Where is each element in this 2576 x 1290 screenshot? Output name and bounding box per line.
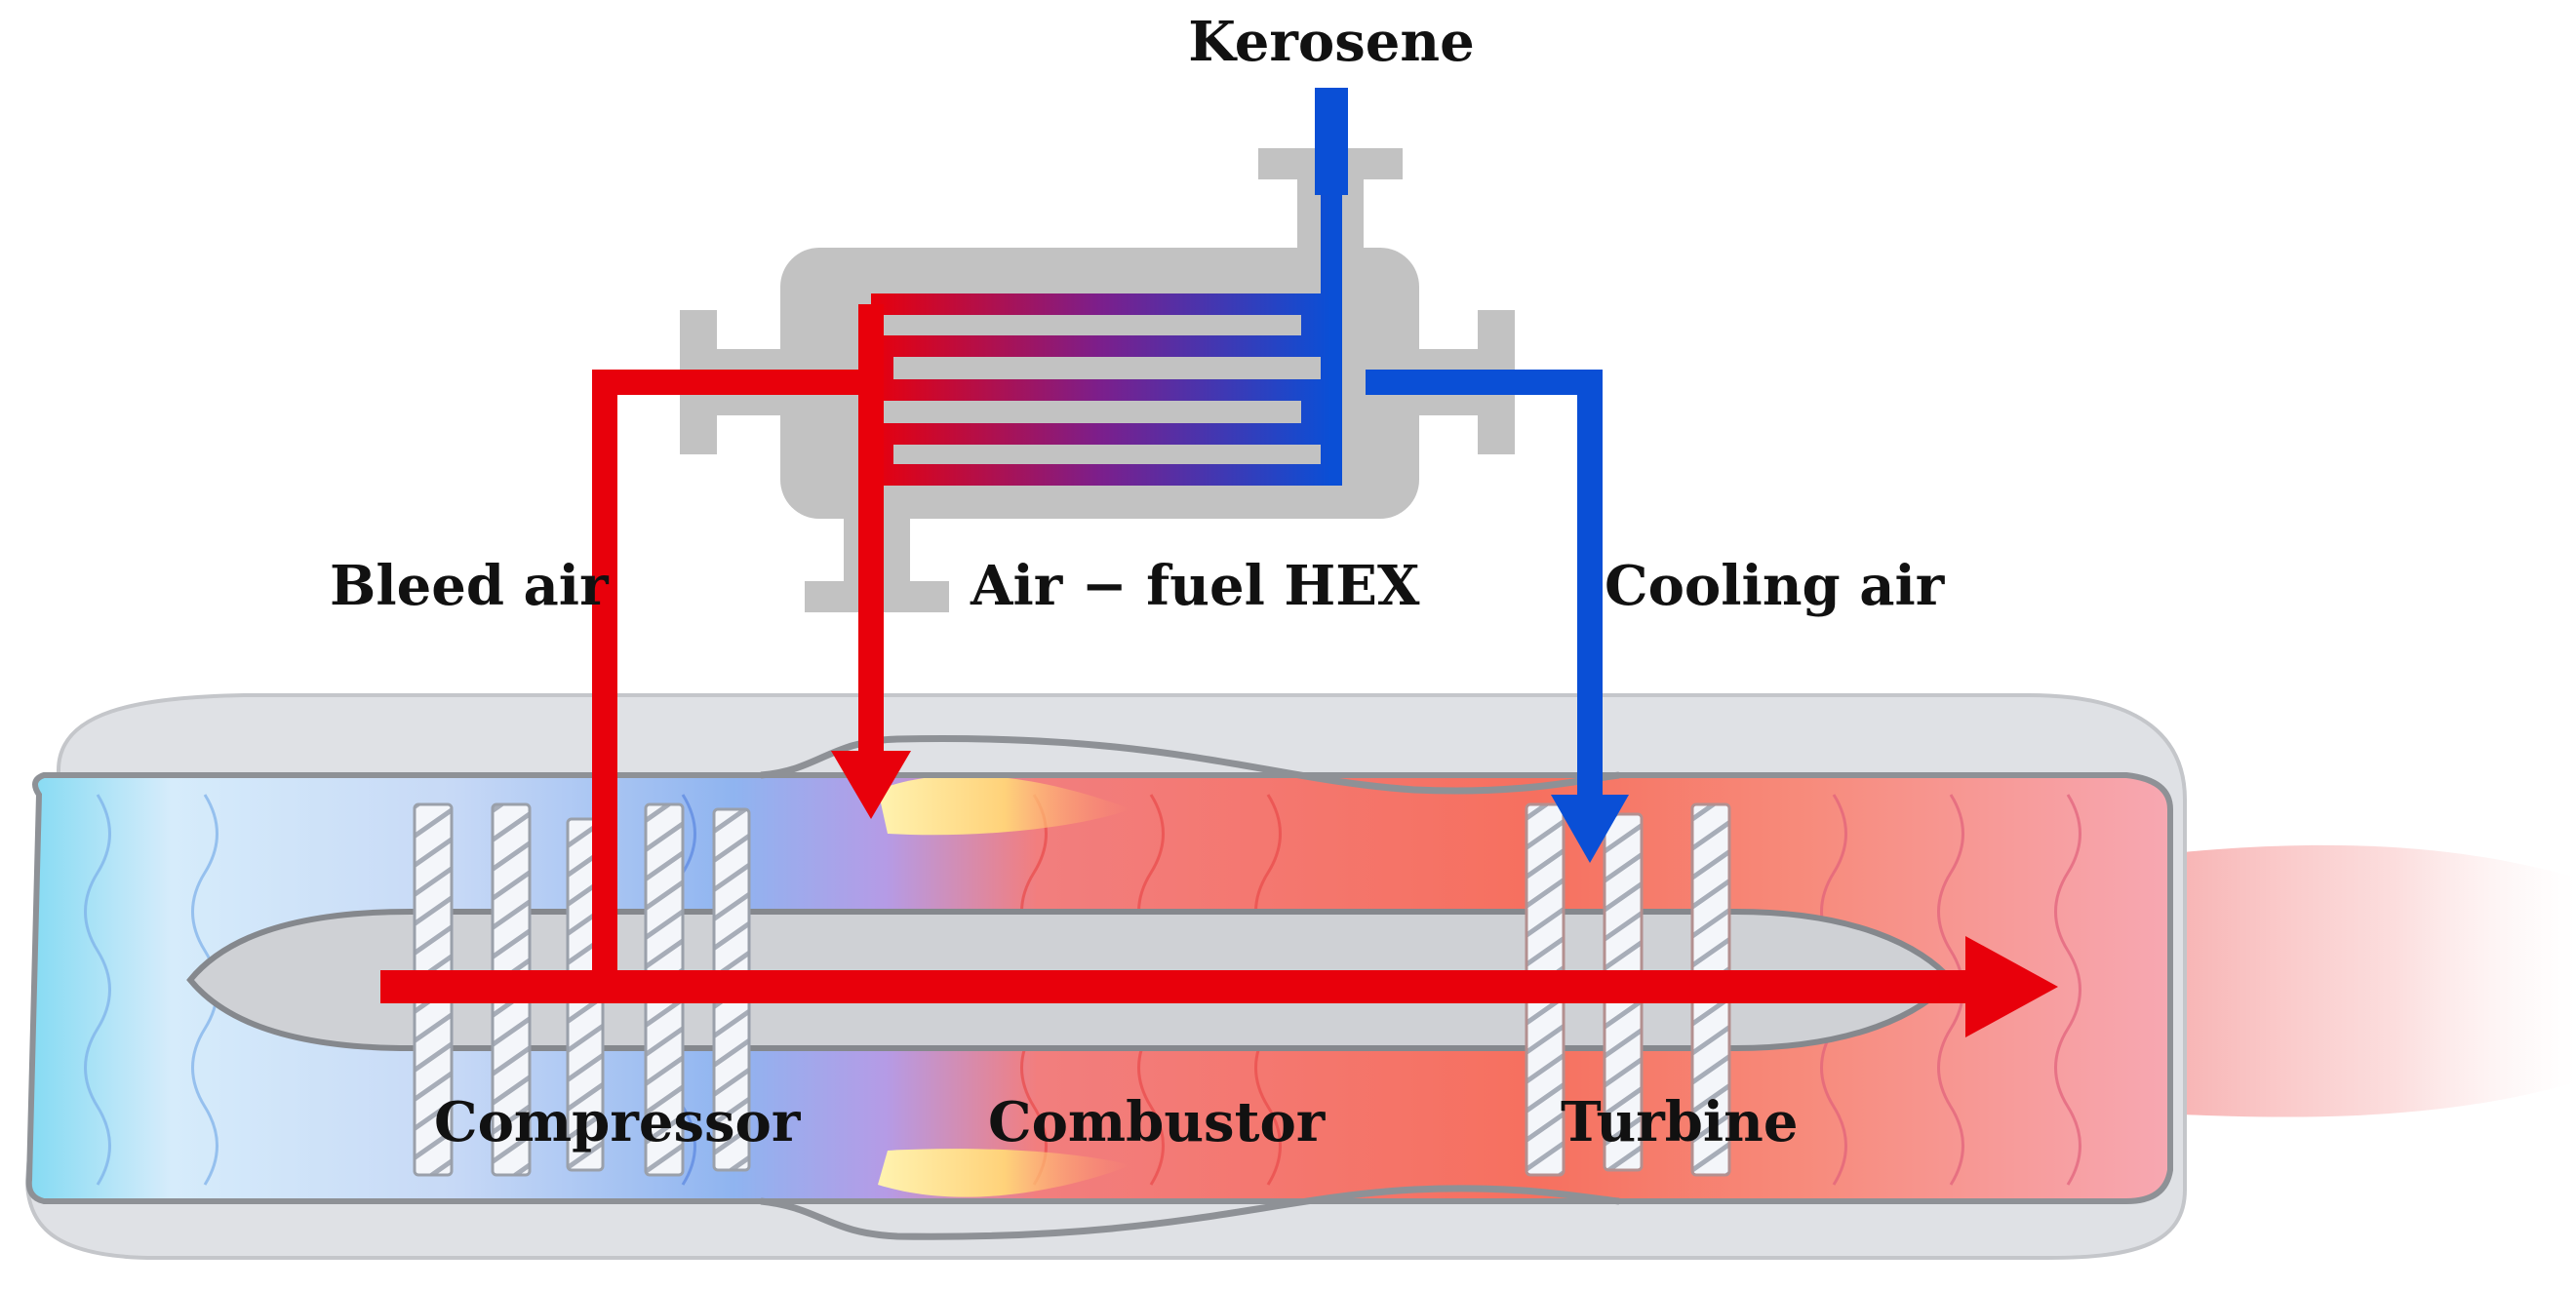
exhaust-plume <box>2126 844 2576 1117</box>
core-flow-arrow-head <box>1965 936 2058 1037</box>
label-turbine: Turbine <box>1561 1090 1799 1154</box>
flame-bottom <box>878 1149 1131 1197</box>
combustor-casing-bottom <box>760 1185 1620 1240</box>
engine-casing-outline <box>25 772 2173 1204</box>
label-cooling-air: Cooling air <box>1605 554 1946 618</box>
label-combustor: Combustor <box>988 1090 1327 1154</box>
flame-top <box>878 775 1131 836</box>
cooling-air-arrow-head <box>1551 795 1629 863</box>
label-compressor: Compressor <box>434 1090 802 1154</box>
cooling-air-pipe <box>1366 370 1603 800</box>
combustor-casing-top <box>760 735 1620 795</box>
kerosene-arrow-head <box>831 751 911 819</box>
bleed-air-pipe-left <box>592 370 858 975</box>
label-air-fuel-hex: Air − fuel HEX <box>970 554 1420 618</box>
label-kerosene: Kerosene <box>1188 10 1474 74</box>
label-bleed-air: Bleed air <box>330 554 610 618</box>
